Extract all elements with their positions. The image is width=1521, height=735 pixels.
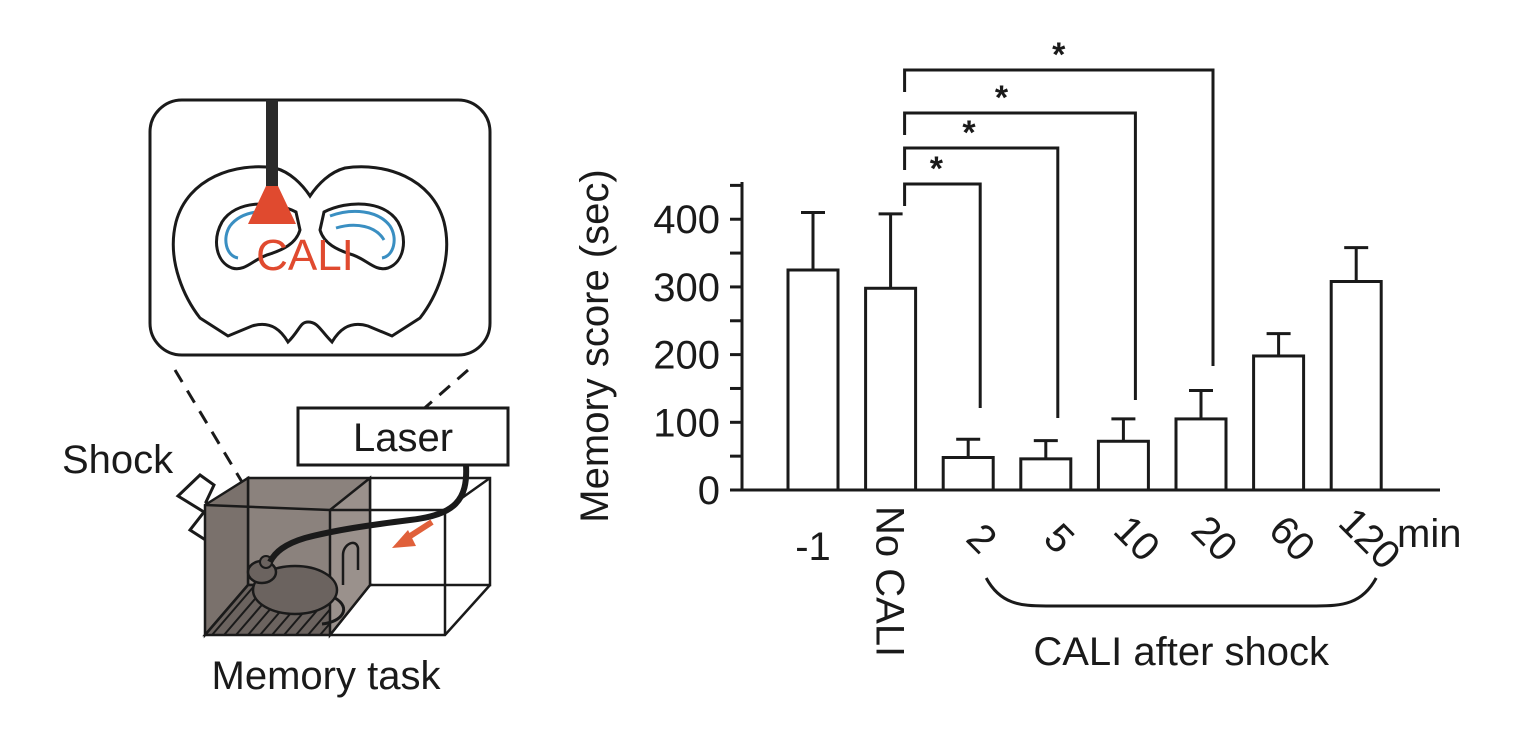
y-tick-label: 100: [653, 401, 720, 445]
bar: [1252, 354, 1306, 492]
zoom-line-right: [419, 368, 469, 414]
cali-label: CALI: [256, 231, 354, 280]
optic-fiber: [266, 100, 278, 186]
x-tick-label: 5: [1036, 515, 1083, 562]
y-tick-label: 400: [653, 198, 720, 242]
significance-bracket: [903, 182, 982, 408]
significance-marker: *: [995, 79, 1009, 117]
memory-score-chart: 0 100 200 300 400 Memory score (sec) -1 No CALI…: [573, 36, 1461, 674]
bar: [1329, 280, 1383, 492]
x-tick-label: 2: [958, 515, 1005, 562]
experiment-schematic: CALI Laser Shock: [62, 98, 510, 698]
significance-marker: *: [1052, 36, 1066, 74]
light-chamber-frame: [370, 476, 492, 587]
y-tick-label: 0: [698, 469, 720, 513]
cali-light-cone: [248, 186, 296, 224]
right-hippocampus: [329, 209, 396, 260]
significance-marker: *: [930, 150, 944, 188]
memory-task-box: [202, 464, 492, 639]
bar: [1096, 439, 1150, 492]
bar: [864, 286, 918, 492]
y-axis-label: Memory score (sec): [573, 169, 617, 522]
memory-task-label: Memory task: [212, 654, 442, 698]
dark-chamber-top-edge: [204, 503, 331, 512]
significance-bracket: [903, 68, 1215, 366]
fiber-cable: [267, 464, 470, 564]
x-tick-label: No CALI: [868, 506, 912, 657]
shock-label: Shock: [62, 438, 174, 482]
zoom-line-left: [173, 369, 250, 493]
significance-bracket: [903, 146, 1060, 418]
significance-bracket: [903, 111, 1137, 400]
bar: [786, 268, 840, 492]
light-arrow-icon: [392, 519, 434, 548]
x-tick-label: -1: [795, 525, 831, 569]
mouse-icon: [246, 555, 346, 626]
x-unit-label: min: [1397, 512, 1461, 556]
x-tick-label: 60: [1261, 508, 1324, 571]
divider-door: [341, 541, 360, 585]
x-tick-label: 10: [1105, 508, 1168, 571]
significance-marker: *: [962, 114, 976, 152]
y-tick-label: 300: [653, 266, 720, 310]
bar: [1019, 457, 1073, 492]
laser-label: Laser: [353, 416, 453, 460]
group-label: CALI after shock: [1033, 630, 1330, 674]
group-bracket: [984, 577, 1378, 608]
bar: [1174, 417, 1228, 492]
y-tick-label: 200: [653, 334, 720, 378]
laser-box: [296, 406, 510, 467]
bar: [941, 456, 995, 492]
x-tick-label: 20: [1183, 508, 1246, 571]
